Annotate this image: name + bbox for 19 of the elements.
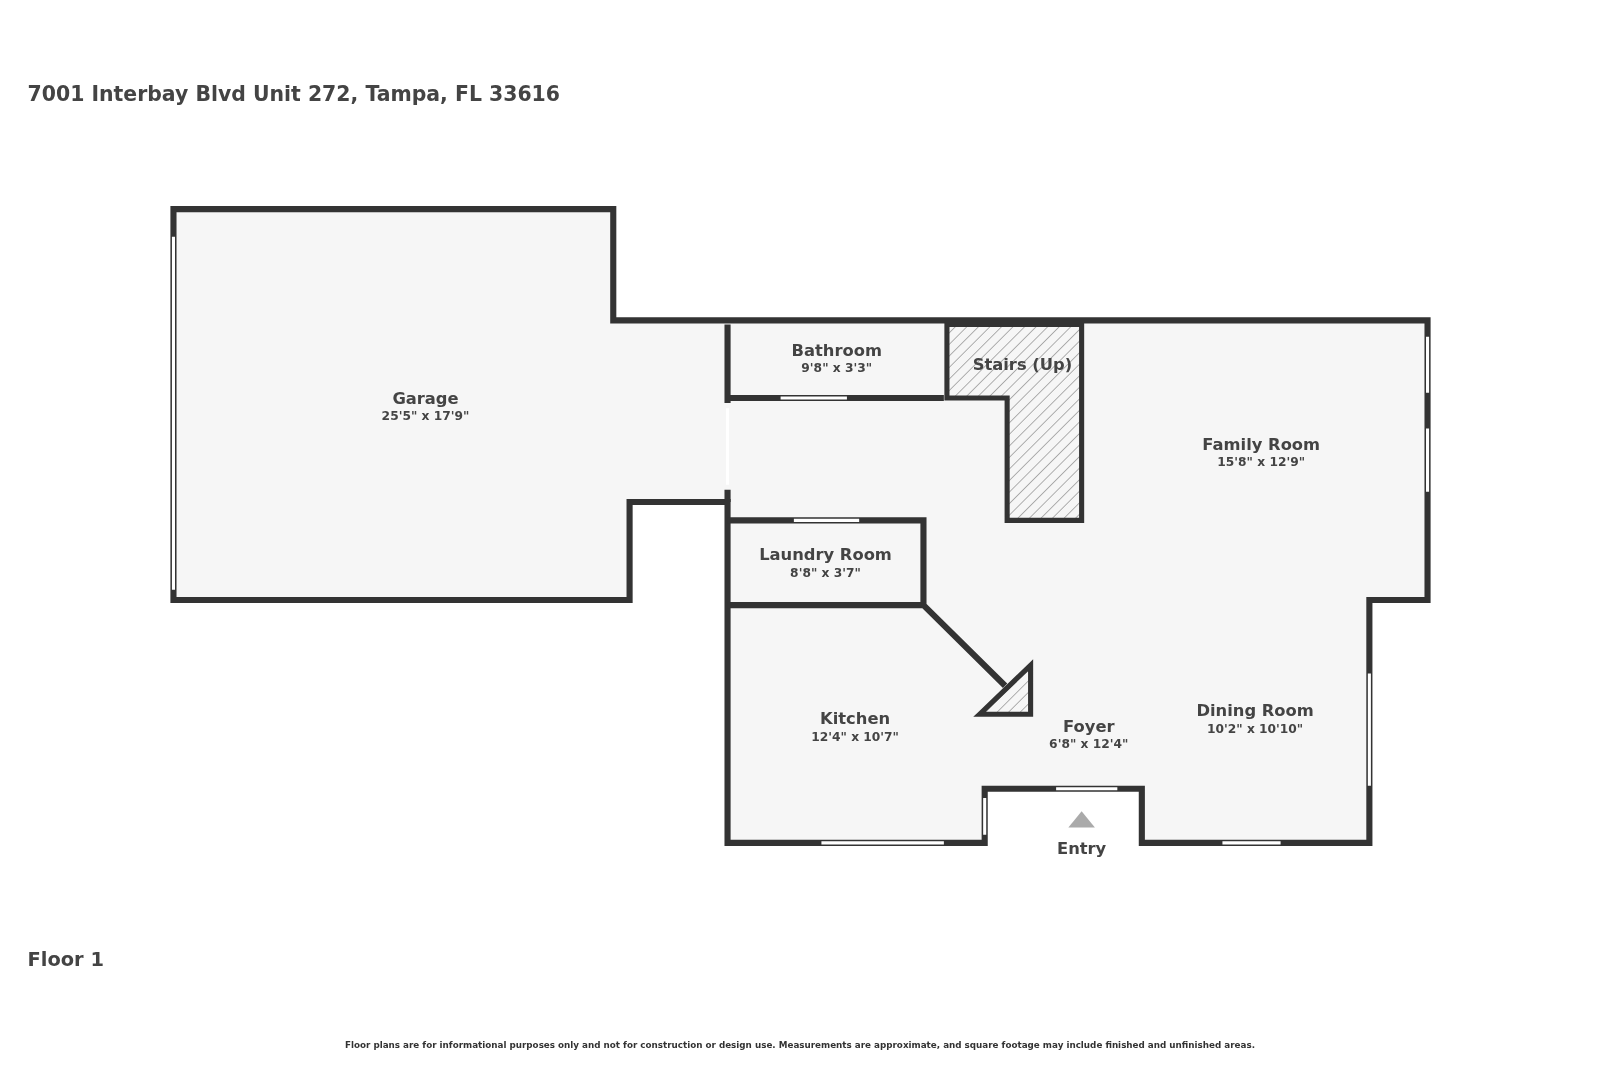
room-name: Kitchen (819, 709, 892, 729)
room-name: Laundry Room (759, 544, 892, 565)
room-dimensions: 25'5" x 17'9" (381, 409, 470, 424)
room-dimensions: 10'2" x 10'10" (1205, 721, 1305, 736)
room-name: Family Room (1202, 434, 1321, 455)
room-name: Stairs (Up) (972, 354, 1073, 374)
room-name: Bathroom (791, 340, 882, 361)
disclaimer-note: Floor plans are for informational purposes only and not for construction or design use. Measurements are approximate, and square footage may include finished and unfinished areas. (345, 1039, 1255, 1050)
room-dimensions: 15'8" x 12'9" (1216, 455, 1307, 470)
room-dimensions: 8'8" x 3'7" (789, 565, 862, 580)
room-dimensions: 9'8" x 3'3" (800, 361, 874, 376)
floor-label: Floor 1 (27, 947, 104, 971)
room-name: Dining Room (1196, 701, 1314, 721)
room-name: Garage (391, 388, 460, 409)
address-title: 7001 Interbay Blvd Unit 272, Tampa, FL 33616 (27, 81, 560, 107)
room-dimensions: 6'8" x 12'4" (1049, 736, 1129, 751)
room-dimensions: 12'4" x 10'7" (811, 729, 899, 744)
entry-label: Entry (1057, 838, 1107, 858)
room-name: Foyer (1062, 716, 1116, 736)
